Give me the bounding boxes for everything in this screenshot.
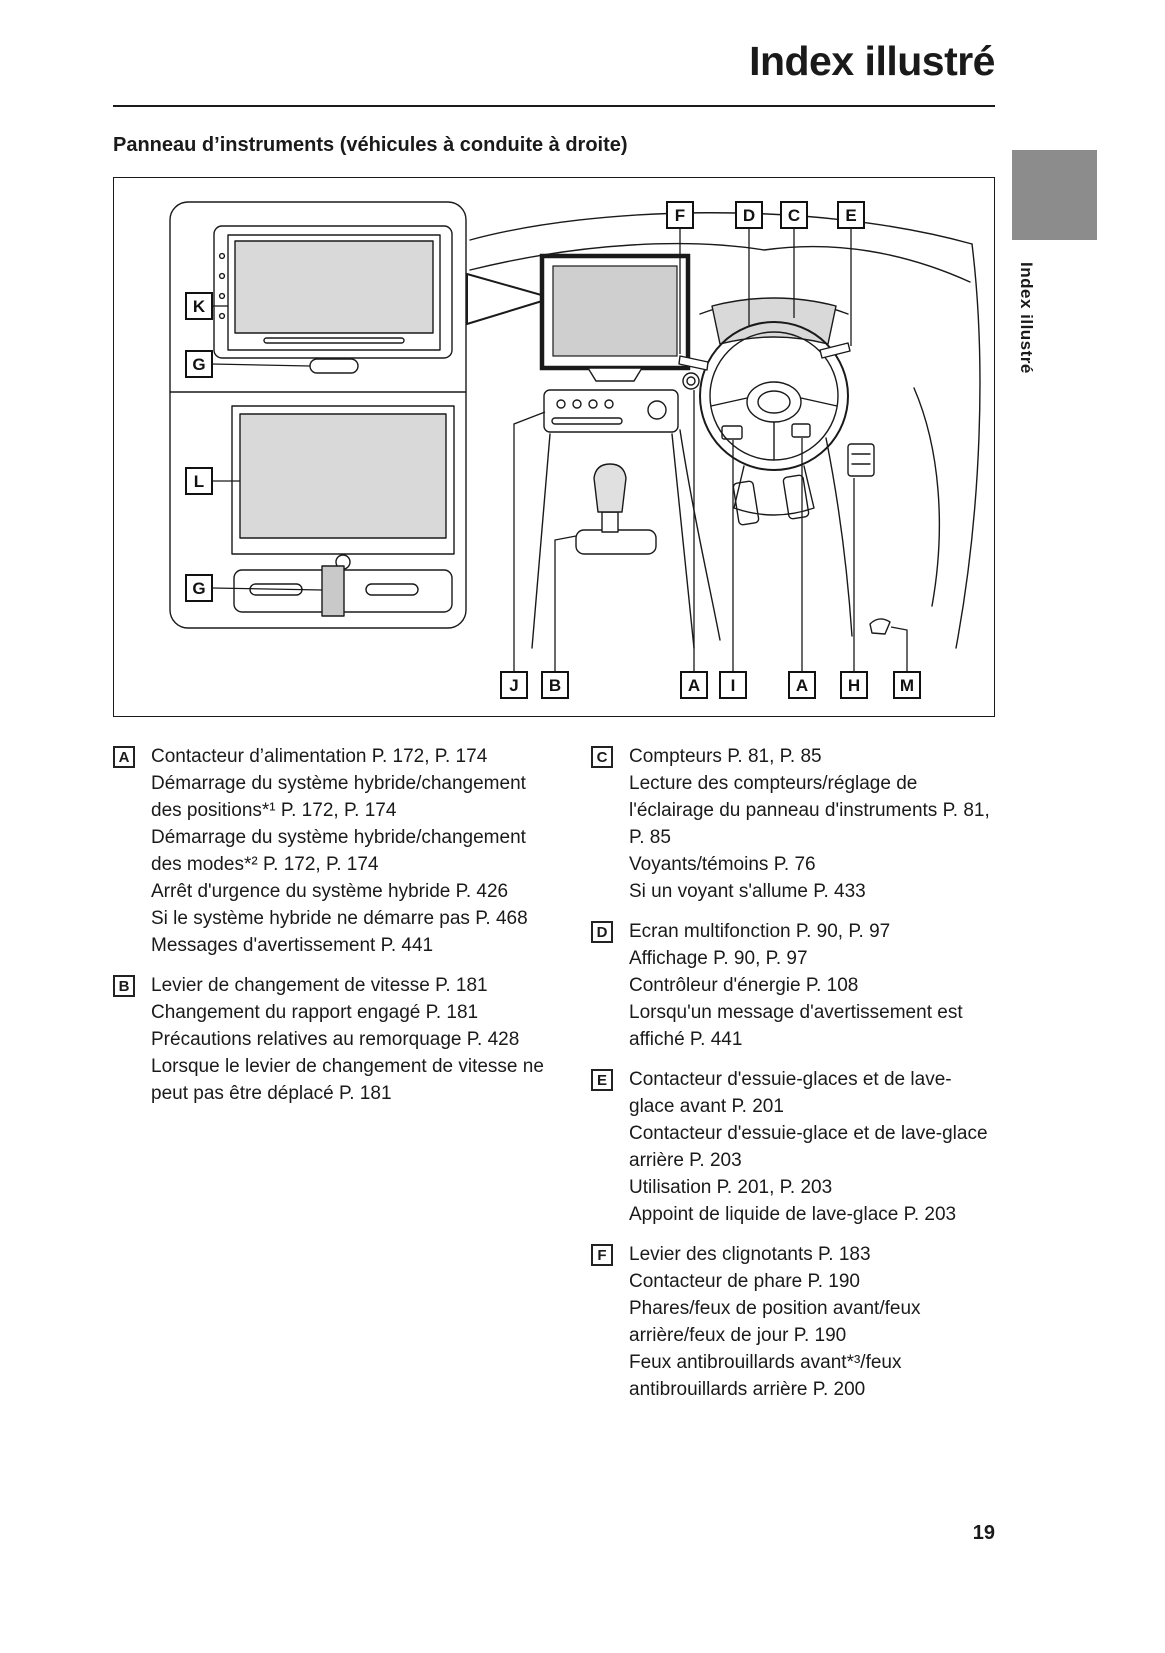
page-title: Index illustré xyxy=(749,38,995,84)
entry-letter-badge: A xyxy=(113,746,135,768)
entry-line: Contacteur de phare P. 190 xyxy=(629,1271,860,1292)
entries-column-left: A Contacteur d’alimentation P. 172, P. 17… xyxy=(113,743,545,1416)
entry-line: Affichage P. 90, P. 97 xyxy=(629,948,808,969)
entry-line: Ecran multifonction P. 90, P. 97 xyxy=(629,921,891,942)
diagram-label-j: J xyxy=(500,671,528,699)
entry-line: Démarrage du système hybride/changement … xyxy=(151,773,526,821)
index-entry: E Contacteur d'essuie-glaces et de lave-g… xyxy=(591,1066,995,1228)
entry-line: Lorsque le levier de changement de vites… xyxy=(151,1056,544,1104)
diagram-label-i: I xyxy=(719,671,747,699)
entry-line: Levier de changement de vitesse P. 181 xyxy=(151,975,488,996)
entry-line: Appoint de liquide de lave-glace P. 203 xyxy=(629,1204,957,1225)
entry-line: Utilisation P. 201, P. 203 xyxy=(629,1177,833,1198)
side-tab-label: Index illustré xyxy=(1017,262,1036,374)
power-switch xyxy=(682,372,700,390)
svg-text:D: D xyxy=(743,206,755,225)
page-number: 19 xyxy=(972,1522,995,1544)
entry-line: Levier des clignotants P. 183 xyxy=(629,1244,871,1265)
svg-text:G: G xyxy=(192,579,205,598)
svg-text:A: A xyxy=(688,676,700,695)
svg-text:L: L xyxy=(194,472,204,491)
wiper-stalk xyxy=(819,342,851,359)
title-rule xyxy=(113,105,995,107)
manual-page: Index illustré Panneau d’instruments (vé… xyxy=(113,0,996,1416)
entry-letter-badge: F xyxy=(591,1244,613,1266)
svg-text:G: G xyxy=(192,355,205,374)
entry-letter-badge: E xyxy=(591,1069,613,1091)
entry-line: Contrôleur d'énergie P. 108 xyxy=(629,975,859,996)
shift-lever xyxy=(575,463,657,555)
chapter-tab xyxy=(1012,150,1097,240)
audio-controls xyxy=(543,389,679,433)
index-entry: D Ecran multifonction P. 90, P. 97 Afficha… xyxy=(591,918,995,1053)
svg-text:M: M xyxy=(900,676,914,695)
section-heading: Panneau d’instruments (véhicules à condu… xyxy=(113,134,628,156)
svg-text:B: B xyxy=(549,676,561,695)
entry-line: Contacteur d'essuie-glace et de lave-gla… xyxy=(629,1123,988,1171)
entry-line: Lecture des compteurs/réglage de l'éclai… xyxy=(629,773,990,848)
svg-text:E: E xyxy=(845,206,856,225)
diagram-label-c: C xyxy=(780,201,808,229)
entry-line: Phares/feux de position avant/feux arriè… xyxy=(629,1298,921,1346)
entry-line: Changement du rapport engagé P. 181 xyxy=(151,1002,479,1023)
entry-line: Contacteur d'essuie-glaces et de lave-gl… xyxy=(629,1069,952,1117)
diagram-label-k: K xyxy=(185,292,213,320)
svg-text:C: C xyxy=(788,206,800,225)
entry-line: Voyants/témoins P. 76 xyxy=(629,854,816,875)
entry-line: Précautions relatives au remorquage P. 4… xyxy=(151,1029,520,1050)
diagram-label-l: L xyxy=(185,467,213,495)
svg-text:K: K xyxy=(193,297,206,316)
entry-letter-badge: B xyxy=(113,975,135,997)
console-inset-panel xyxy=(169,201,467,629)
index-entry: A Contacteur d’alimentation P. 172, P. 17… xyxy=(113,743,545,959)
diagram-label-a2: A xyxy=(788,671,816,699)
dashboard-illustration: F D C E K G L G J xyxy=(169,201,981,699)
entry-line: Messages d'avertissement P. 441 xyxy=(151,935,434,956)
index-entry: C Compteurs P. 81, P. 85 Lecture des compt… xyxy=(591,743,995,905)
entry-letter-badge: C xyxy=(591,746,613,768)
entry-letter-badge: D xyxy=(591,921,613,943)
steering-wheel xyxy=(678,297,851,516)
callout-lines xyxy=(211,228,908,672)
entry-text: Contacteur d’alimentation P. 172, P. 174… xyxy=(151,743,545,959)
index-entries: A Contacteur d’alimentation P. 172, P. 17… xyxy=(113,743,995,1416)
svg-text:J: J xyxy=(509,676,518,695)
entry-text: Contacteur d'essuie-glaces et de lave-gl… xyxy=(629,1066,995,1228)
center-display xyxy=(539,253,691,382)
entry-line: Compteurs P. 81, P. 85 xyxy=(629,746,822,767)
diagram-label-f: F xyxy=(666,201,694,229)
entry-line: Contacteur d’alimentation P. 172, P. 174 xyxy=(151,746,488,767)
diagram-label-h: H xyxy=(840,671,868,699)
dashboard-diagram: F D C E K G L G J xyxy=(113,177,995,717)
dashboard-switches xyxy=(721,423,891,635)
diagram-label-e: E xyxy=(837,201,865,229)
diagram-label-m: M xyxy=(893,671,921,699)
entry-line: Démarrage du système hybride/changement … xyxy=(151,827,526,875)
entry-text: Ecran multifonction P. 90, P. 97 Affichag… xyxy=(629,918,995,1053)
entry-line: Arrêt d'urgence du système hybride P. 42… xyxy=(151,881,509,902)
inset-pointer-arrow xyxy=(466,272,556,326)
turn-signal-stalk xyxy=(678,355,709,371)
entries-column-right: C Compteurs P. 81, P. 85 Lecture des compt… xyxy=(591,743,995,1416)
svg-text:H: H xyxy=(848,676,860,695)
diagram-label-d: D xyxy=(735,201,763,229)
svg-text:A: A xyxy=(796,676,808,695)
diagram-label-g2: G xyxy=(185,574,213,602)
svg-text:F: F xyxy=(675,206,685,225)
entry-line: Lorsqu'un message d'avertissement est af… xyxy=(629,1002,963,1050)
diagram-label-b: B xyxy=(541,671,569,699)
entry-line: Si un voyant s'allume P. 433 xyxy=(629,881,866,902)
dashboard-line-art xyxy=(469,212,981,649)
entry-line: Feux antibrouillards avant*³/feux antibr… xyxy=(629,1352,902,1400)
entry-line: Si le système hybride ne démarre pas P. … xyxy=(151,908,528,929)
diagram-label-g1: G xyxy=(185,350,213,378)
diagram-label-a1: A xyxy=(680,671,708,699)
svg-text:I: I xyxy=(731,676,736,695)
entry-text: Compteurs P. 81, P. 85 Lecture des compte… xyxy=(629,743,995,905)
